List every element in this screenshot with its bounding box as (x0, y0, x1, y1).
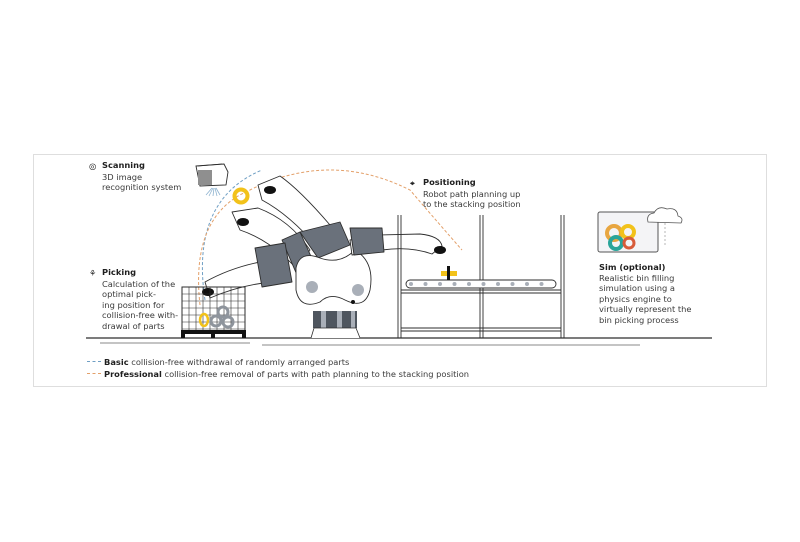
sim-body-3: physics engine to (599, 293, 672, 304)
conveyor-roller (510, 282, 515, 286)
shelf-rack (397, 215, 565, 338)
professional-dash-icon (87, 373, 101, 374)
conveyor-roller (423, 282, 428, 286)
parts-in-bin (209, 305, 235, 329)
professional-path (198, 169, 463, 306)
positioning-label: ⌖Positioning Robot path planning up to t… (410, 177, 521, 209)
positioning-body-2: to the stacking position (423, 199, 521, 209)
sim-body-4: virtually represent the (599, 304, 692, 314)
parts-bin (181, 286, 246, 338)
3d-scanner-icon (195, 163, 229, 197)
scanning-label: ◎Scanning 3D image recognition system (89, 160, 182, 192)
picking-label: ⚘Picking Calculation of the optimal pick… (89, 267, 179, 331)
conveyor-rollers (409, 282, 544, 286)
conveyor-roller (467, 282, 471, 286)
conveyor-roller (409, 282, 413, 286)
scanning-body-2: recognition system (102, 182, 182, 192)
sim-body-5: bin picking process (599, 314, 679, 325)
diagram-frame (33, 154, 767, 387)
conveyor-roller (452, 282, 457, 286)
gripper-icon: ⚘ (89, 268, 97, 278)
conveyor-roller (438, 282, 442, 286)
picking-body-1: Calculation of the (102, 278, 176, 289)
basic-dash-icon (87, 361, 101, 362)
conveyor-roller (525, 282, 529, 286)
yellow-part-lifted (232, 187, 250, 205)
sim-body-2: simulation using a (599, 283, 676, 293)
conveyor-roller (539, 282, 544, 286)
sim-label: Sim (optional) Realistic bin filling sim… (599, 262, 692, 325)
yellow-part-in-bin (198, 312, 210, 328)
picking-body-2: optimal pick- (102, 289, 156, 299)
picking-body-3: ing position for (102, 299, 165, 310)
positioning-body-1: Robot path planning up (423, 188, 521, 199)
scanning-body-1: 3D image (102, 171, 143, 182)
legend: Basic collision-free withdrawal of rando… (87, 356, 469, 380)
robot-joints (306, 281, 364, 296)
picking-body-4: collision-free with- (102, 310, 179, 320)
robot-joint-dot (351, 300, 355, 304)
simulation-screen (597, 211, 659, 253)
cloud-icon (647, 207, 683, 224)
conveyor-roller (496, 282, 500, 286)
basic-path (201, 169, 263, 301)
picking-body-5: drawal of parts (102, 320, 165, 331)
legend-basic: Basic collision-free withdrawal of rando… (87, 356, 469, 368)
legend-professional: Professional collision-free removal of p… (87, 368, 469, 380)
sim-body-1: Realistic bin filling (599, 272, 675, 283)
crosshair-icon: ⌖ (410, 178, 415, 188)
robot-base (310, 311, 361, 339)
eye-icon: ◎ (89, 161, 97, 171)
conveyor-roller (481, 282, 486, 286)
